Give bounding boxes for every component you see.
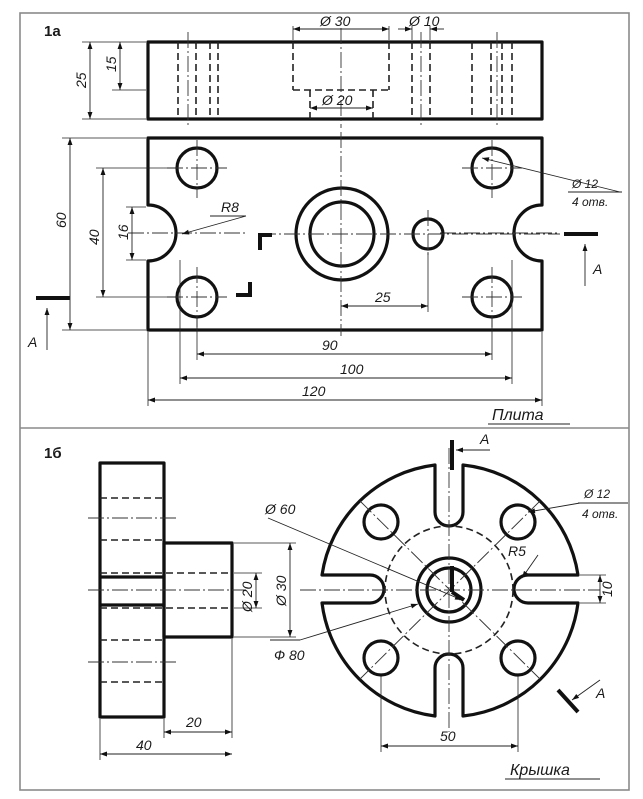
- dim-d12-b: Ø 12: [583, 487, 610, 501]
- dim-d20-b: Ø 20: [239, 581, 255, 613]
- dim-h40: 40: [86, 229, 102, 245]
- section-label-top: А: [479, 431, 489, 447]
- section-step: [236, 233, 272, 297]
- bolt-hole-2: [499, 503, 537, 541]
- section-label-left: А: [27, 334, 37, 350]
- bolt-hole-3: [362, 639, 400, 677]
- figure-1a: 1а: [27, 13, 622, 425]
- dim-d12: Ø 12: [571, 177, 598, 191]
- dim-holes-a: 4 отв.: [572, 195, 608, 209]
- dim-h15: 15: [103, 56, 119, 72]
- dim-d30-b: Ø 30: [273, 575, 289, 607]
- dim-w25: 25: [374, 289, 391, 305]
- dim-d20: Ø 20: [321, 92, 353, 108]
- section-label-bottom: А: [595, 685, 605, 701]
- dim-h60: 60: [53, 212, 69, 228]
- figure-1b: 1б Ø 20 Ø 30: [44, 431, 628, 780]
- dim-w100: 100: [340, 361, 364, 377]
- dim-w50: 50: [440, 728, 456, 744]
- dim-h16: 16: [115, 224, 131, 240]
- section-markers-1b: А А: [450, 431, 605, 714]
- dim-h10: 10: [599, 581, 615, 597]
- dim-h25: 25: [73, 72, 89, 89]
- dim-r5: R5: [508, 543, 526, 559]
- dim-d10: Ø 10: [408, 13, 440, 29]
- cover-front-view: [300, 448, 600, 732]
- bolt-hole-4: [499, 639, 537, 677]
- flange-outline: [320, 463, 580, 718]
- section-markers-1a: А А: [27, 232, 602, 350]
- dim-w40: 40: [136, 737, 152, 753]
- cover-side-dims: Ø 20 Ø 30 20 40: [99, 542, 296, 760]
- cover-front-dims: Ø 60 Ø 12 4 отв. R5 Ф 80 10 50: [264, 487, 628, 752]
- plate-front-dims: Ø 30 Ø 10 Ø 20 25 15: [73, 13, 444, 120]
- sheet-frame: [19, 12, 630, 791]
- cover-side-view: [88, 461, 246, 719]
- section-label-right: А: [592, 261, 602, 277]
- caption-plate: Плита: [492, 407, 544, 424]
- dim-w120: 120: [302, 383, 326, 399]
- figure-1b-label: 1б: [44, 445, 62, 462]
- dim-d30: Ø 30: [319, 13, 351, 29]
- dim-w90: 90: [322, 337, 338, 353]
- dim-d80: Ф 80: [274, 647, 305, 663]
- dim-r8: R8: [221, 199, 239, 215]
- plate-front-view: [146, 28, 544, 128]
- plate-top-dims: 60 40 16 R8 Ø 12 4 отв. 25 90: [53, 137, 622, 406]
- plate-top-view: [128, 132, 560, 336]
- dim-d60: Ø 60: [264, 501, 296, 517]
- dim-holes-b: 4 отв.: [582, 507, 618, 521]
- dim-w20: 20: [185, 714, 202, 730]
- bolt-hole-1: [362, 503, 400, 541]
- figure-1a-label: 1а: [44, 23, 61, 40]
- caption-cover: Крышка: [510, 762, 570, 779]
